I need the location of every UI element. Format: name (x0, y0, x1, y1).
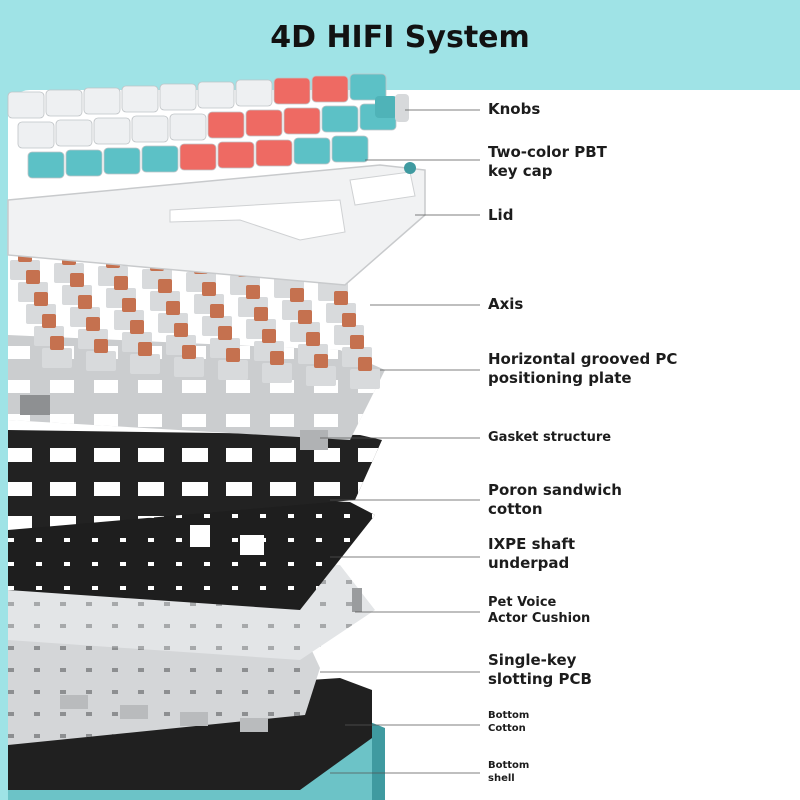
switch-stem (86, 317, 100, 331)
knob (375, 94, 409, 122)
label-gasket: Gasket structure (488, 430, 612, 445)
keycap (45, 89, 83, 117)
keycap (121, 85, 159, 113)
label-knobs: Knobs (488, 100, 541, 118)
switch-stem (226, 348, 240, 362)
keycap (255, 139, 293, 167)
switch-stem (358, 357, 372, 371)
label-bottom-shell: Bottom shell (488, 760, 530, 784)
keycap (169, 113, 207, 141)
switch-housing (42, 348, 72, 368)
keycap (93, 117, 131, 145)
label-plate: Horizontal grooved PC positioning plate (488, 350, 678, 387)
switch-housing (174, 357, 204, 377)
keycap (321, 105, 359, 133)
switch-stem (166, 301, 180, 315)
switch-stem (246, 285, 260, 299)
keycap (141, 145, 179, 173)
label-axis: Axis (488, 295, 524, 313)
switch-stem (122, 298, 136, 312)
keycap (131, 115, 169, 143)
switch-housing (350, 369, 380, 389)
keycap (83, 87, 121, 115)
switch-housing (86, 351, 116, 371)
figure-title: 4D HIFI System (270, 20, 530, 55)
switch-housing (218, 360, 248, 380)
switch-housing (262, 363, 292, 383)
switch-stem (26, 270, 40, 284)
keycap (55, 119, 93, 147)
keycap (311, 75, 349, 103)
keycap (331, 135, 369, 163)
keycap (349, 73, 387, 101)
switch-stem (262, 329, 276, 343)
switch-stem (334, 291, 348, 305)
keycap (27, 151, 65, 179)
switch-housing (130, 354, 160, 374)
switch-stem (94, 339, 108, 353)
keycap (245, 109, 283, 137)
keycap (179, 143, 217, 171)
switch-stem (138, 342, 152, 356)
keycap (103, 147, 141, 175)
keycap (273, 77, 311, 105)
keycap (17, 121, 55, 149)
switch-stem (130, 320, 144, 334)
keycap-layer (7, 73, 397, 179)
switch-stem (270, 351, 284, 365)
switch-stem (174, 323, 188, 337)
keycap (293, 137, 331, 165)
label-keycap: Two-color PBT key cap (488, 143, 607, 180)
label-ixpe: IXPE shaft underpad (488, 535, 576, 572)
label-bottom-cotton: Bottom Cotton (488, 710, 530, 734)
switch-layer (10, 248, 380, 389)
switch-housing (306, 366, 336, 386)
keycap (207, 111, 245, 139)
keycap (159, 83, 197, 111)
switch-stem (158, 279, 172, 293)
switch-stem (218, 326, 232, 340)
keycap (197, 81, 235, 109)
switch-stem (314, 354, 328, 368)
switch-stem (50, 336, 64, 350)
switch-stem (182, 345, 196, 359)
label-poron: Poron sandwich cotton (488, 481, 622, 518)
switch-stem (342, 313, 356, 327)
keycap (217, 141, 255, 169)
switch-stem (34, 292, 48, 306)
switch-stem (210, 304, 224, 318)
switch-stem (290, 288, 304, 302)
keycap (235, 79, 273, 107)
switch-stem (114, 276, 128, 290)
keycap (283, 107, 321, 135)
switch-stem (350, 335, 364, 349)
lid-layer (7, 162, 426, 286)
switch-stem (306, 332, 320, 346)
label-pcb: Single-key slotting PCB (488, 651, 592, 688)
keycap (65, 149, 103, 177)
poron-layer (8, 430, 382, 530)
label-lid: Lid (488, 206, 514, 224)
switch-stem (202, 282, 216, 296)
switch-stem (254, 307, 268, 321)
switch-stem (298, 310, 312, 324)
leader-lines (320, 109, 480, 774)
switch-stem (70, 273, 84, 287)
switch-stem (78, 295, 92, 309)
keycap (7, 91, 45, 119)
label-pet: Pet Voice Actor Cushion (488, 595, 591, 627)
switch-stem (42, 314, 56, 328)
